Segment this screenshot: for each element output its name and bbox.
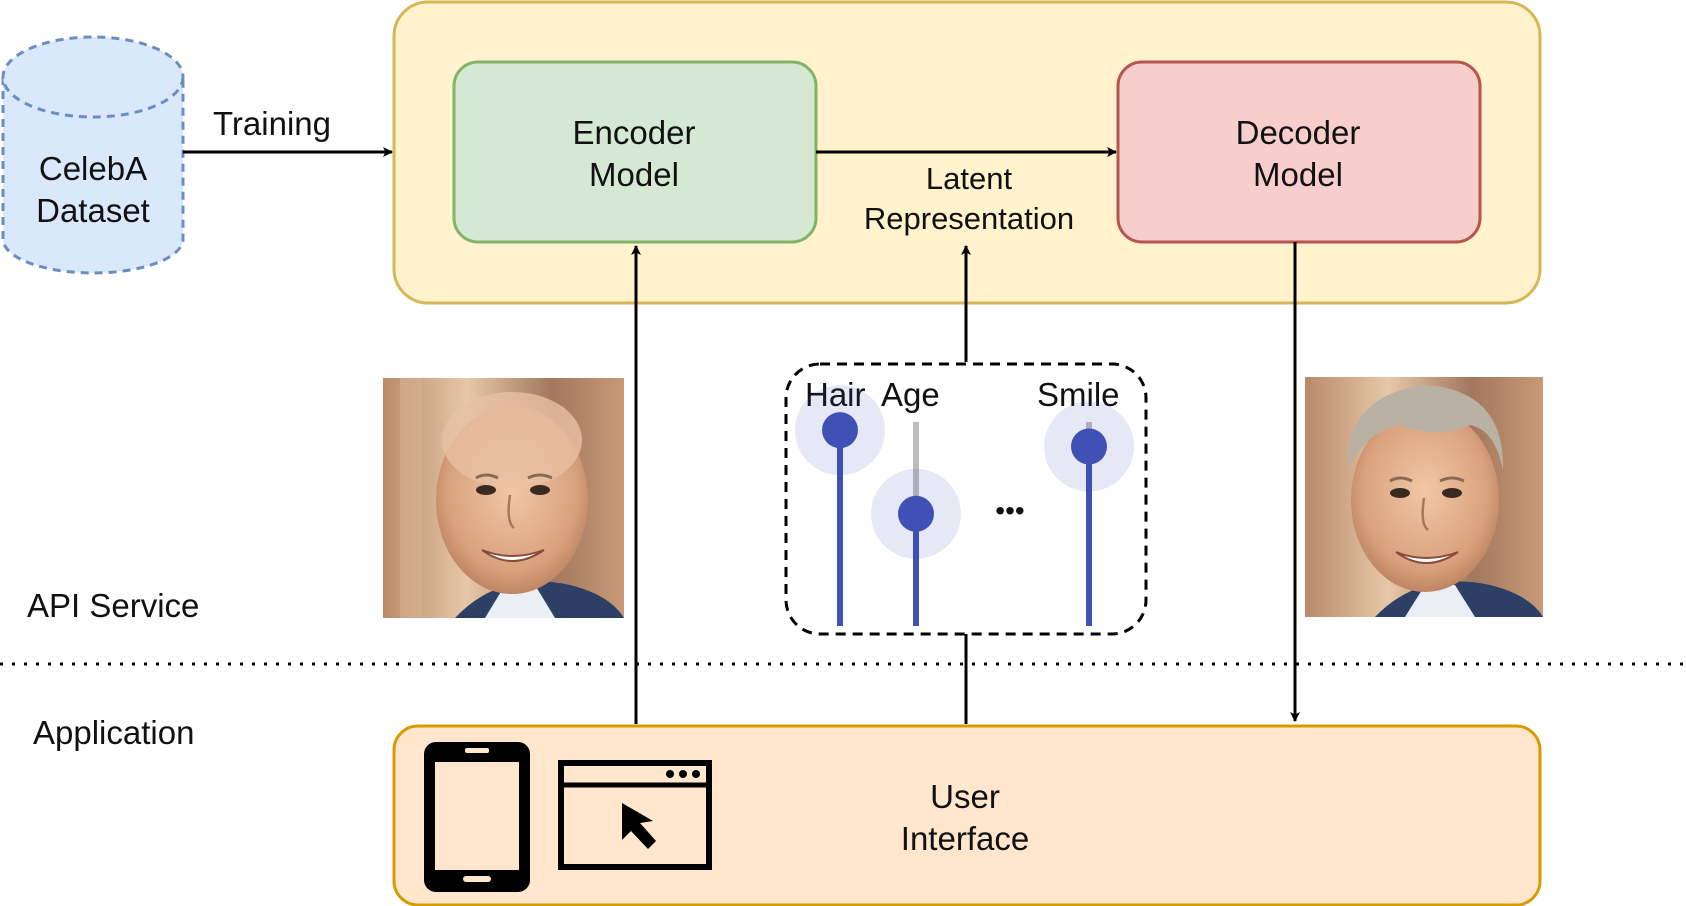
encoder-label-line2: Model: [589, 156, 679, 193]
decoder-model-box: [1116, 60, 1482, 244]
encoder-model-box: [452, 60, 818, 244]
slider-knob-age[interactable]: [898, 495, 934, 532]
celeba-dataset-cylinder: CelebA Dataset: [1, 35, 185, 275]
dataset-label-line1: CelebA: [39, 150, 147, 187]
slider-label-smile: Smile: [1037, 376, 1120, 413]
encoder-label-line1: Encoder: [573, 114, 696, 151]
slider-label-age: Age: [881, 376, 940, 413]
dataset-label-line2: Dataset: [36, 192, 150, 229]
api-service-label: API Service: [27, 587, 199, 624]
mobile-phone-icon: [424, 742, 530, 892]
ui-label-line2: Interface: [901, 820, 1029, 857]
output-face-photo: [1305, 377, 1543, 617]
input-face-photo: [383, 378, 624, 618]
application-label: Application: [33, 714, 194, 751]
decoder-label-line2: Model: [1253, 156, 1343, 193]
latent-label-line1: Latent: [926, 161, 1013, 196]
browser-window-icon: [558, 760, 712, 870]
user-interface-box: [392, 724, 1542, 906]
latent-label-line2: Representation: [864, 201, 1074, 236]
slider-ellipsis: •••: [995, 495, 1024, 526]
ui-label-line1: User: [930, 778, 1000, 815]
slider-knob-hair[interactable]: [822, 412, 858, 449]
decoder-label-line1: Decoder: [1236, 114, 1361, 151]
mouse-cursor-icon: [622, 803, 656, 849]
latent-sliders-panel: Hair Age Smile •••: [784, 362, 1148, 636]
slider-label-hair: Hair: [805, 376, 866, 413]
training-label: Training: [213, 105, 331, 142]
slider-knob-smile[interactable]: [1071, 428, 1107, 465]
